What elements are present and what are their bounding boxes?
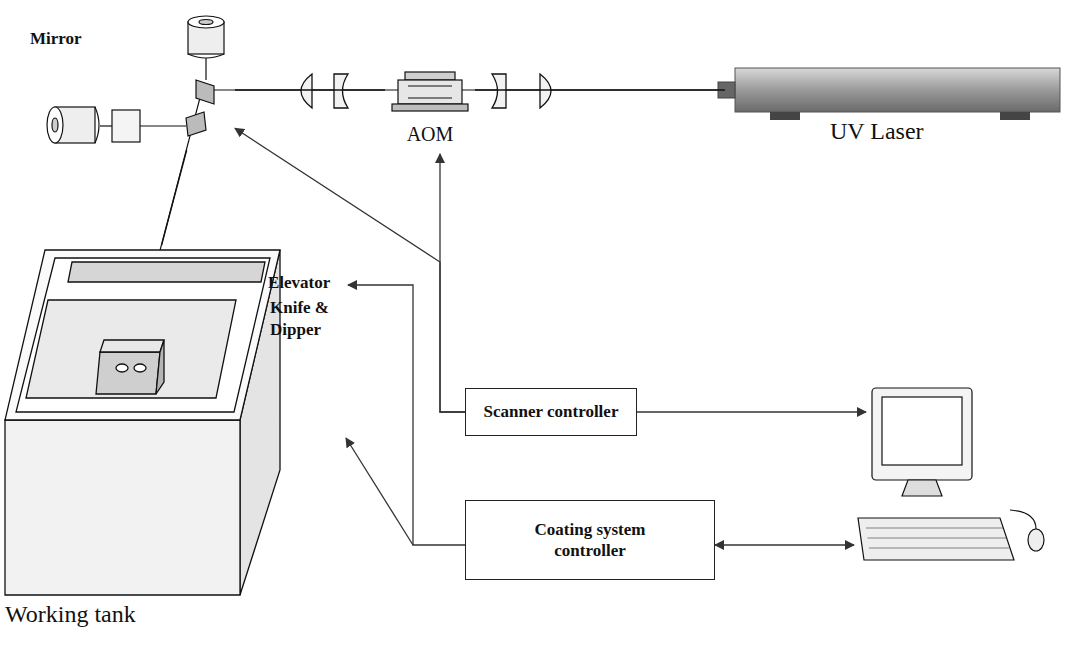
- convex-lens: [301, 74, 312, 108]
- part-label: Mirror: [30, 28, 240, 49]
- annotation: Elevator: [268, 272, 346, 294]
- uv-laser-body: [718, 68, 1060, 120]
- annotation: Knife & Dipper: [270, 297, 350, 341]
- signal-wire: [346, 438, 413, 545]
- annotation-text: Elevator: [268, 272, 346, 294]
- concave-lens: [334, 74, 348, 108]
- key-row: [866, 528, 1003, 529]
- signal-wire: [348, 285, 465, 545]
- part-label: AOM: [385, 122, 475, 147]
- box-label: Scanner controller: [484, 401, 619, 422]
- aom-modulator: AOM: [385, 72, 475, 154]
- key-row: [868, 538, 1007, 539]
- process-box: Coating system controller: [465, 500, 715, 580]
- part-label: Working tank: [5, 599, 290, 629]
- key-row: [869, 548, 1009, 549]
- signal-wire: [715, 544, 854, 545]
- keyboard-keys: [866, 528, 1009, 548]
- convex-lens: [540, 74, 551, 108]
- control-arrow: [235, 128, 465, 412]
- aom-device: [392, 72, 468, 111]
- concave-lens: [492, 74, 506, 108]
- working-tank: Working tank: [0, 245, 285, 645]
- laser-beam: [235, 89, 385, 90]
- laser-beam: [475, 89, 725, 90]
- process-box: Scanner controller: [465, 388, 637, 436]
- uv-laser: UV Laser: [725, 60, 1065, 155]
- signal-wire: [637, 411, 866, 412]
- control-arrow: [440, 154, 465, 412]
- mirror-scanner: Mirror: [25, 10, 235, 150]
- annotation-text: Knife & Dipper: [270, 297, 350, 341]
- part-label: UV Laser: [830, 116, 1074, 146]
- computer: [858, 388, 1044, 560]
- working-tank-drawing: [5, 250, 280, 595]
- laser-beam: [162, 150, 187, 245]
- box-label: Coating system controller: [515, 519, 665, 562]
